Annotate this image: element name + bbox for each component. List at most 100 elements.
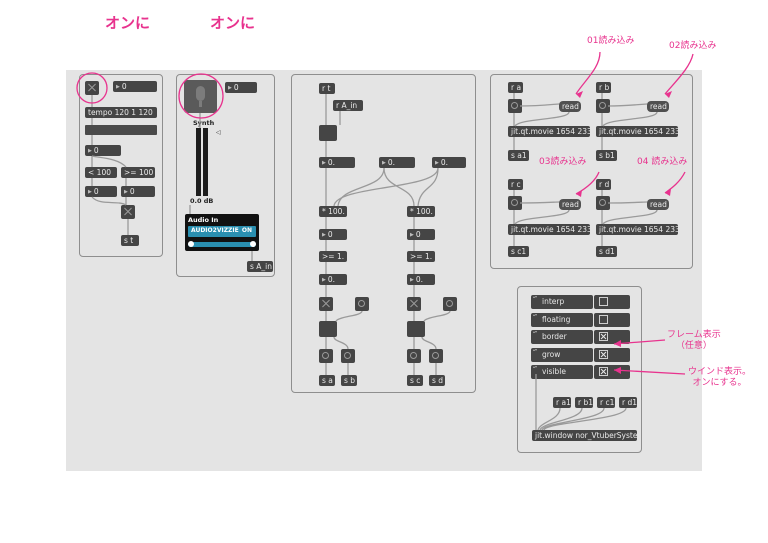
master-toggle[interactable] [85, 81, 99, 95]
read-button-01[interactable]: read [559, 101, 581, 112]
send-c1-object[interactable]: s c1 [508, 246, 529, 257]
bang-movie-d[interactable] [596, 196, 610, 210]
annotation-read-04: 04 読み込み [637, 157, 688, 167]
value-a-number-box[interactable]: 0 [85, 186, 117, 197]
annotation-frame: フレーム表示 （任意） [667, 330, 721, 351]
bang-sb[interactable] [341, 349, 355, 363]
bang-movie-b[interactable] [596, 99, 610, 113]
attr-floating-toggle[interactable] [594, 313, 630, 327]
synth-label: Synth [193, 119, 215, 127]
bang-left[interactable] [355, 297, 369, 311]
send-t-object[interactable]: s t [121, 235, 139, 246]
gain-readout: 0.0 dB [190, 197, 214, 205]
receive-c-object[interactable]: r c [508, 179, 523, 190]
send-c-object[interactable]: s c [407, 375, 423, 386]
ge-right-object[interactable]: >= 1. [407, 251, 435, 262]
ge-left-object[interactable]: >= 1. [319, 251, 347, 262]
tempo-panel [79, 74, 163, 257]
movie-object-01[interactable]: jit.qt.movie 1654 2339 [508, 126, 590, 137]
checkbox-checked-icon [599, 332, 608, 341]
attr-floating[interactable]: floating [531, 312, 593, 327]
audio-number-box[interactable]: 0 [225, 82, 257, 93]
float-box-1[interactable]: 0. [319, 157, 355, 168]
bang-sd[interactable] [429, 349, 443, 363]
send-b1-object[interactable]: s b1 [596, 150, 617, 161]
annotation-read-01: 01読み込み [587, 36, 635, 46]
bang-movie-a[interactable] [508, 99, 522, 113]
int-box-right[interactable]: 0 [407, 229, 435, 240]
greater-equal-object[interactable]: >= 100 [121, 167, 155, 178]
receive-b1-object[interactable]: r b1 [575, 397, 593, 408]
send-a1-object[interactable]: s a1 [508, 150, 529, 161]
receive-a1-object[interactable]: r a1 [553, 397, 571, 408]
tempo-number-box[interactable]: 0 [113, 81, 157, 92]
annotation-on-mic: オンに [210, 14, 256, 32]
attr-visible-toggle[interactable] [594, 365, 630, 379]
checkbox-empty-icon [599, 315, 608, 324]
audio-device-title: Audio In [188, 216, 219, 224]
counter-number-box[interactable]: 0 [85, 145, 121, 156]
audio-device-on[interactable]: ON [241, 227, 252, 234]
annotation-read-02: 02読み込み [669, 41, 717, 51]
float-box-2[interactable]: 0. [379, 157, 415, 168]
gate-left[interactable] [319, 321, 337, 337]
tempo-slider[interactable] [85, 125, 157, 135]
gate-right[interactable] [407, 321, 425, 337]
attr-border[interactable]: border [531, 329, 593, 344]
int-box-left[interactable]: 0 [319, 229, 347, 240]
scale-gate-top[interactable] [319, 125, 337, 141]
movie-object-03[interactable]: jit.qt.movie 1654 2339 [508, 224, 590, 235]
receive-a-in-object[interactable]: r A_in [333, 100, 363, 111]
read-button-04[interactable]: read [647, 199, 669, 210]
toggle-right[interactable] [407, 297, 421, 311]
annotation-on-toggle: オンに [105, 14, 151, 32]
value-b-number-box[interactable]: 0 [121, 186, 155, 197]
send-b-object[interactable]: s b [341, 375, 357, 386]
attr-border-toggle[interactable] [594, 330, 630, 344]
annotation-read-03: 03読み込み [539, 157, 587, 167]
float-box-3[interactable]: 0. [432, 157, 466, 168]
multiply-right-object[interactable]: * 100. [407, 206, 435, 217]
bang-movie-c[interactable] [508, 196, 522, 210]
receive-t-object[interactable]: r t [319, 83, 335, 94]
bang-sa[interactable] [319, 349, 333, 363]
attr-interp-toggle[interactable] [594, 295, 630, 309]
movie-object-02[interactable]: jit.qt.movie 1654 2339 [596, 126, 678, 137]
toggle-left[interactable] [319, 297, 333, 311]
attr-grow-toggle[interactable] [594, 348, 630, 362]
microphone-stand-icon [199, 101, 202, 107]
bang-right[interactable] [443, 297, 457, 311]
microphone-icon [196, 86, 205, 101]
receive-d1-object[interactable]: r d1 [619, 397, 637, 408]
audio-device-bar[interactable]: AUDIO2VIZZIE ON [188, 226, 256, 237]
read-button-02[interactable]: read [647, 101, 669, 112]
send-d1-object[interactable]: s d1 [596, 246, 617, 257]
receive-b-object[interactable]: r b [596, 82, 611, 93]
float-box-5[interactable]: 0. [407, 274, 435, 285]
tempo-object[interactable]: tempo 120 1 120 [85, 107, 157, 118]
level-meter-left [196, 128, 201, 196]
send-a-in-object[interactable]: s A_in [247, 261, 273, 272]
bang-sc[interactable] [407, 349, 421, 363]
checkbox-checked-icon [599, 367, 608, 376]
attr-interp[interactable]: interp [531, 294, 593, 309]
movie-object-04[interactable]: jit.qt.movie 1654 2339 [596, 224, 678, 235]
receive-a-object[interactable]: r a [508, 82, 523, 93]
slider-knob-left-icon [188, 241, 194, 247]
audio-device-module[interactable]: Audio In AUDIO2VIZZIE ON [185, 214, 259, 251]
less-than-object[interactable]: < 100 [85, 167, 117, 178]
mic-button[interactable] [184, 80, 217, 113]
attr-visible[interactable]: visible [531, 364, 593, 379]
annotation-window: ウインド表示。 オンにする。 [688, 367, 752, 388]
receive-c1-object[interactable]: r c1 [597, 397, 615, 408]
attr-grow[interactable]: grow [531, 347, 593, 362]
read-button-03[interactable]: read [559, 199, 581, 210]
gate-toggle[interactable] [121, 205, 135, 219]
jit-window-object[interactable]: jit.window nor_VtuberSystem [532, 430, 637, 441]
float-box-4[interactable]: 0. [319, 274, 347, 285]
audio-device-slider[interactable] [188, 241, 256, 247]
multiply-left-object[interactable]: * 100. [319, 206, 347, 217]
send-a-object[interactable]: s a [319, 375, 335, 386]
receive-d-object[interactable]: r d [596, 179, 611, 190]
send-d-object[interactable]: s d [429, 375, 445, 386]
